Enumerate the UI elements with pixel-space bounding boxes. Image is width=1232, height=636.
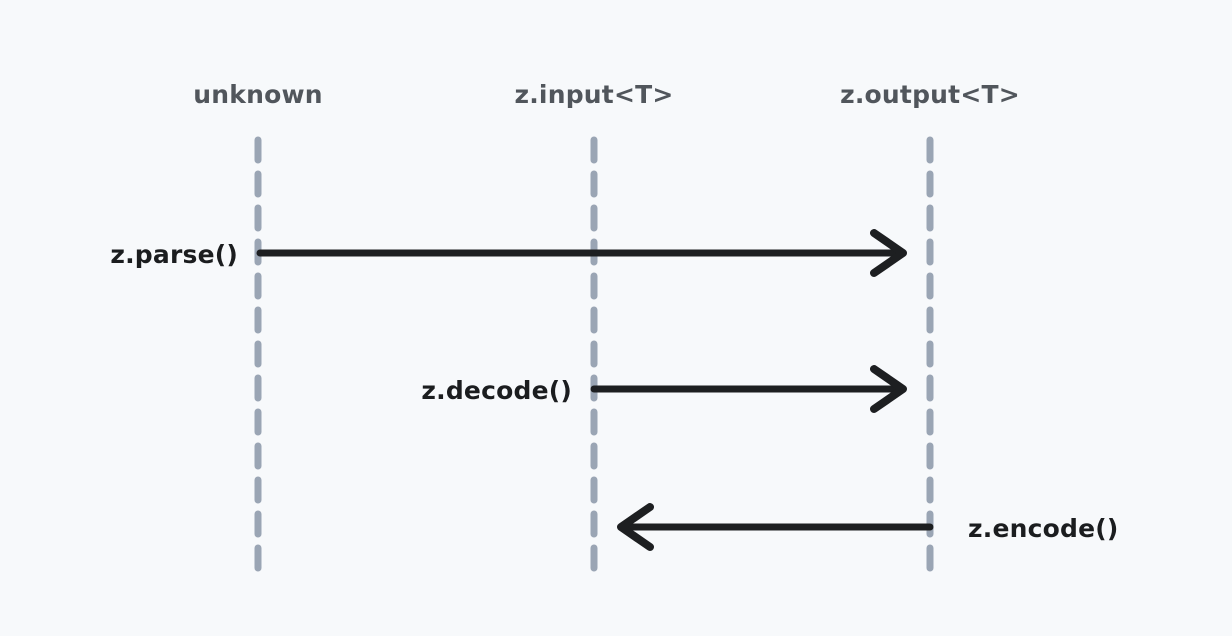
lifelines (254, 136, 934, 574)
arrowhead-right-icon (870, 365, 907, 413)
participant-label-z-output: z.output<T> (840, 80, 1020, 109)
message-z-parse: z.parse() (110, 229, 907, 277)
participant-label-z-input: z.input<T> (514, 80, 673, 109)
participant-headers: unknown z.input<T> z.output<T> (193, 80, 1020, 109)
arrowhead-right-icon (870, 229, 907, 277)
message-z-decode: z.decode() (421, 365, 907, 413)
participant-label-unknown: unknown (193, 80, 323, 109)
arrowhead-left-icon (617, 503, 654, 551)
message-z-encode: z.encode() (617, 503, 1119, 551)
message-label-z-encode: z.encode() (968, 514, 1119, 543)
message-label-z-parse: z.parse() (110, 240, 238, 269)
message-label-z-decode: z.decode() (421, 376, 572, 405)
